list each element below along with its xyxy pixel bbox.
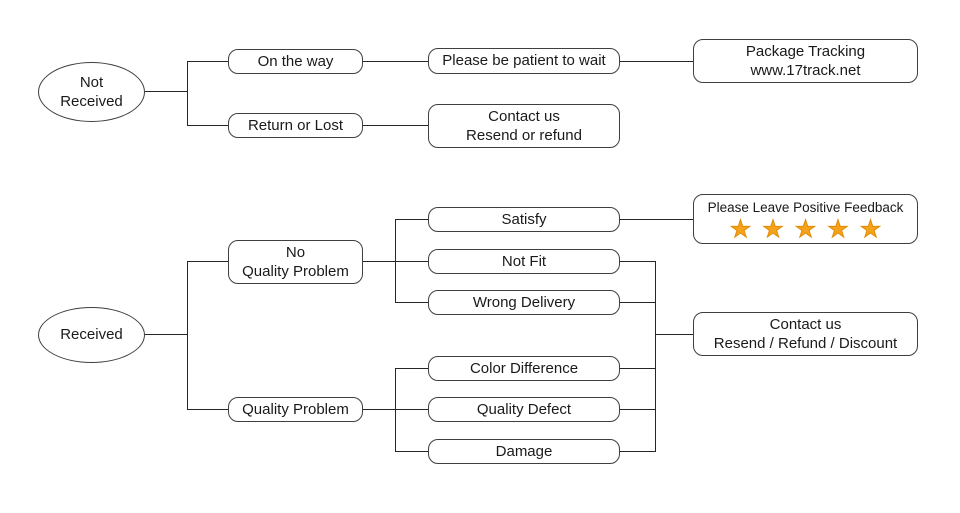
connector-line	[620, 451, 656, 453]
node-contact-resend-refund-discount: Contact us Resend / Refund / Discount	[693, 312, 918, 356]
connector-line	[620, 368, 656, 370]
connector-line	[187, 125, 228, 127]
node-wrong-delivery: Wrong Delivery	[428, 290, 620, 315]
connector-line	[395, 219, 428, 221]
node-return-or-lost: Return or Lost	[228, 113, 363, 138]
connector-line	[187, 409, 228, 411]
connector-line	[363, 125, 428, 127]
connector-line	[620, 61, 693, 63]
node-quality-problem: Quality Problem	[228, 397, 363, 422]
feedback-title: Please Leave Positive Feedback	[707, 200, 904, 215]
connector-line	[363, 61, 428, 63]
connector-line	[620, 409, 656, 411]
connector-line	[395, 368, 397, 452]
connector-line	[620, 219, 693, 221]
connector-line	[145, 334, 187, 336]
node-package-tracking: Package Tracking www.17track.net	[693, 39, 918, 83]
connector-line	[187, 61, 189, 126]
connector-line	[655, 261, 657, 452]
node-satisfy: Satisfy	[428, 207, 620, 232]
five-star-rating-icon: ★★★★★	[729, 215, 893, 243]
connector-line	[655, 334, 693, 336]
connector-line	[395, 219, 397, 303]
connector-line	[395, 368, 428, 370]
node-color-difference: Color Difference	[428, 356, 620, 381]
connector-line	[620, 261, 656, 263]
connector-line	[145, 91, 187, 93]
connector-line	[395, 302, 428, 304]
node-quality-defect: Quality Defect	[428, 397, 620, 422]
node-on-the-way: On the way	[228, 49, 363, 74]
connector-line	[187, 61, 228, 63]
node-contact-resend-refund: Contact us Resend or refund	[428, 104, 620, 148]
connector-line	[187, 261, 189, 410]
connector-line	[395, 451, 428, 453]
node-positive-feedback: Please Leave Positive Feedback ★★★★★	[693, 194, 918, 244]
node-please-be-patient: Please be patient to wait	[428, 48, 620, 74]
connector-line	[620, 302, 656, 304]
node-not-received: Not Received	[38, 62, 145, 122]
node-not-fit: Not Fit	[428, 249, 620, 274]
node-received: Received	[38, 307, 145, 363]
node-damage: Damage	[428, 439, 620, 464]
node-no-quality-problem: No Quality Problem	[228, 240, 363, 284]
connector-line	[187, 261, 228, 263]
